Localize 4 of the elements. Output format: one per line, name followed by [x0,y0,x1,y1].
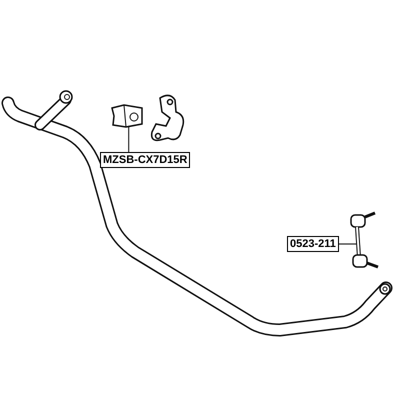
part-number-label: MZSB-CX7D15R [100,152,190,168]
part-number-label: 0523-211 [287,236,339,252]
bushing-drawing [110,104,144,128]
leader-line [128,126,130,152]
